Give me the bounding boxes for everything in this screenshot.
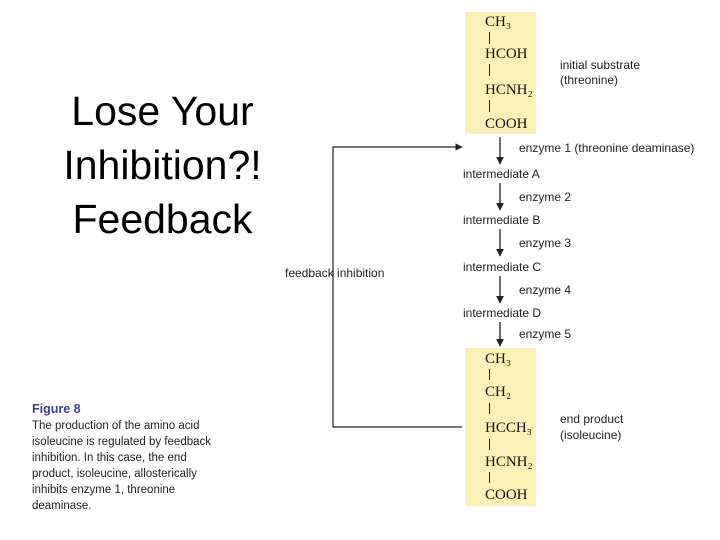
substrate-bond-2: [489, 64, 491, 76]
feedback-inhibition-label: feedback inhibition: [285, 266, 385, 280]
product-bond-3: [489, 439, 491, 450]
caption-line-6: deaminase.: [32, 500, 92, 512]
substrate-bond-3: [489, 100, 491, 112]
substrate-atom-1: CH₃: [485, 14, 512, 30]
product-bond-2: [489, 403, 491, 414]
title-line-3: Feedback: [72, 196, 253, 242]
substrate-label-2: (threonine): [560, 73, 619, 87]
enzyme-3-label: enzyme 3: [519, 236, 572, 250]
caption-line-3: inhibition. In this case, the end: [32, 452, 187, 464]
enzyme-5-label: enzyme 5: [519, 327, 572, 341]
intermediate-d-label: intermediate D: [463, 306, 542, 320]
substrate-bond-1: [489, 32, 491, 44]
substrate-atom-3: HCNH₂: [485, 82, 533, 98]
title-line-2: Inhibition?!: [63, 142, 262, 188]
caption-line-1: The production of the amino acid: [32, 420, 200, 432]
enzyme-4-label: enzyme 4: [519, 283, 572, 297]
title-line-1: Lose Your: [71, 88, 254, 134]
product-atom-5: COOH: [485, 487, 528, 503]
feedback-inhibition-line: [332, 143, 463, 428]
product-atom-3: HCCH₃: [485, 420, 532, 436]
caption-line-5: inhibits enzyme 1, threonine: [32, 484, 176, 496]
enzyme-2-label: enzyme 2: [519, 190, 572, 204]
substrate-atom-2: HCOH: [485, 46, 528, 62]
product-atom-1: CH₃: [485, 351, 512, 367]
caption-line-2: isoleucine is regulated by feedback: [32, 436, 212, 448]
intermediate-a-label: intermediate A: [463, 167, 540, 181]
caption-line-4: product, isoleucine, allosterically: [32, 468, 197, 480]
enzyme-1-label: enzyme 1 (threonine deaminase): [519, 141, 695, 155]
product-molecule-box: CH₃ CH₂ HCCH₃ HCNH₂ COOH: [465, 348, 536, 506]
product-label-2: (isoleucine): [560, 428, 622, 442]
product-atom-4: HCNH₂: [485, 454, 533, 470]
product-atom-2: CH₂: [485, 384, 512, 400]
substrate-molecule-box: CH₃ HCOH HCNH₂ COOH: [465, 12, 536, 134]
product-bond-1: [489, 369, 491, 380]
substrate-atom-4: COOH: [485, 116, 528, 132]
figure-label: Figure 8: [32, 402, 81, 416]
product-bond-4: [489, 472, 491, 483]
figure-caption: Figure 8 The production of the amino aci…: [32, 401, 232, 514]
intermediate-b-label: intermediate B: [463, 213, 541, 227]
intermediate-c-label: intermediate C: [463, 260, 542, 274]
slide-title: Lose Your Inhibition?! Feedback: [30, 84, 295, 246]
product-label-1: end product: [560, 412, 624, 426]
substrate-label-1: initial substrate: [560, 58, 641, 72]
